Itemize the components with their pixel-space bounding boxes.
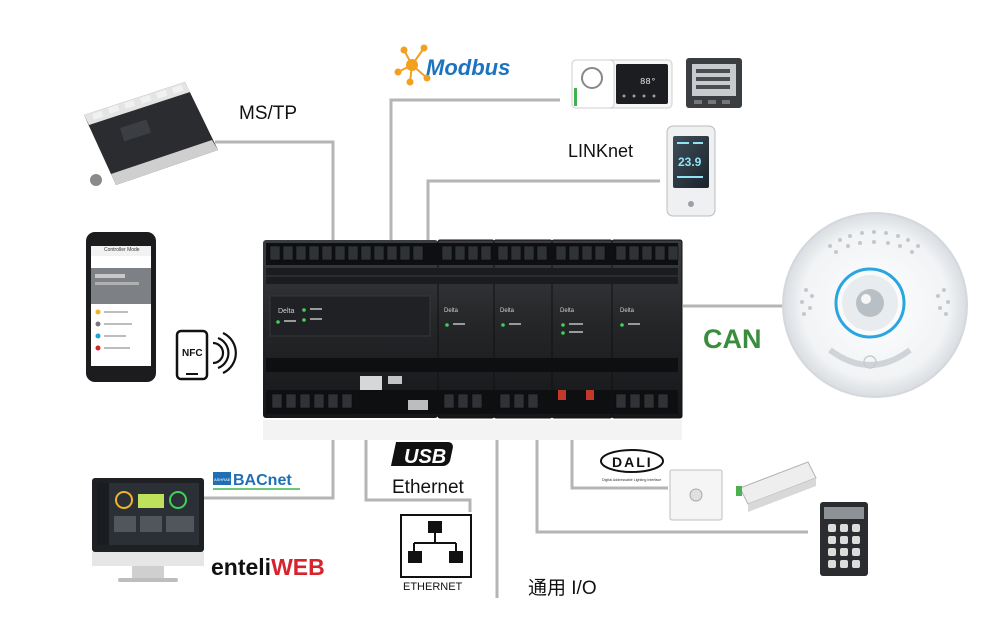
keypad-key xyxy=(828,548,836,556)
nfc-icon xyxy=(175,329,237,381)
access-keypad xyxy=(820,502,868,576)
line-keypad xyxy=(535,420,808,534)
keypad-key xyxy=(840,560,848,568)
module-brand-1: Delta xyxy=(444,308,459,314)
dali-wall-switch xyxy=(669,469,723,521)
keypad-key xyxy=(828,560,836,568)
keypad-key xyxy=(828,524,836,532)
modbus-label: Modbus xyxy=(426,55,510,80)
keypad-key xyxy=(840,536,848,544)
modbus-thermostat-display: 88° xyxy=(640,77,656,87)
thermostat-reading: 23.9 xyxy=(678,155,702,169)
enteliweb-suffix: WEB xyxy=(271,554,325,580)
ethernet-label: Ethernet xyxy=(392,477,464,498)
module-brand-3: Delta xyxy=(560,308,575,314)
dali-subtitle: Digital Addressable Lighting Interface xyxy=(602,478,661,482)
ethernet-logo-icon xyxy=(400,514,472,578)
keypad-key xyxy=(840,524,848,532)
keypad-key xyxy=(828,536,836,544)
can-label: CAN xyxy=(703,324,762,354)
usb-label: USB xyxy=(404,446,446,468)
enteliweb-monitor xyxy=(92,478,204,582)
modbus-logo-icon xyxy=(394,44,431,86)
line-mstp xyxy=(215,140,335,246)
connector-lines xyxy=(200,98,808,598)
line-bacnet xyxy=(200,420,335,500)
ethernet-logo-text: ETHERNET xyxy=(403,581,463,593)
enteliweb-prefix: enteli xyxy=(211,554,272,580)
linknet-thermostat: 23.9 xyxy=(666,125,716,217)
mstp-device xyxy=(84,82,218,186)
line-modbus xyxy=(389,98,560,246)
usb-logo-icon xyxy=(390,442,453,466)
enteliweb-label: enteliWEB xyxy=(211,554,325,581)
line-linknet xyxy=(426,179,660,246)
dali-logo-icon xyxy=(600,449,664,473)
keypad-key xyxy=(852,524,860,532)
mstp-label: MS/TP xyxy=(239,103,298,124)
controller-assembly: Delta Delta Delta Delta Delta xyxy=(263,239,683,440)
dali-label: DALI xyxy=(612,454,653,470)
keypad-key xyxy=(852,548,860,556)
smartphone xyxy=(86,232,156,382)
line-dali xyxy=(570,420,668,490)
bacnet-label: BACnet xyxy=(233,472,292,489)
ashrae-mark: ASHRAE xyxy=(214,477,231,482)
expansion-module-4 xyxy=(611,239,683,419)
keypad-key xyxy=(852,560,860,568)
module-brand-2: Delta xyxy=(500,308,515,314)
can-ceiling-sensor xyxy=(782,212,968,398)
linknet-label: LINKnet xyxy=(568,141,634,161)
dali-driver xyxy=(736,461,817,512)
modbus-power-meter xyxy=(686,58,742,108)
keypad-key xyxy=(852,536,860,544)
io-label: 通用 I/O xyxy=(528,578,597,599)
phone-header-text: Controller Mode xyxy=(104,247,140,253)
nfc-label: NFC xyxy=(182,348,203,359)
keypad-key xyxy=(840,548,848,556)
bacnet-logo-icon: ASHRAE xyxy=(213,472,231,485)
line-ethernet xyxy=(364,420,472,512)
controller-brand-text: Delta xyxy=(278,308,294,315)
module-brand-4: Delta xyxy=(620,308,635,314)
modbus-thermostat: 88° xyxy=(571,59,673,109)
